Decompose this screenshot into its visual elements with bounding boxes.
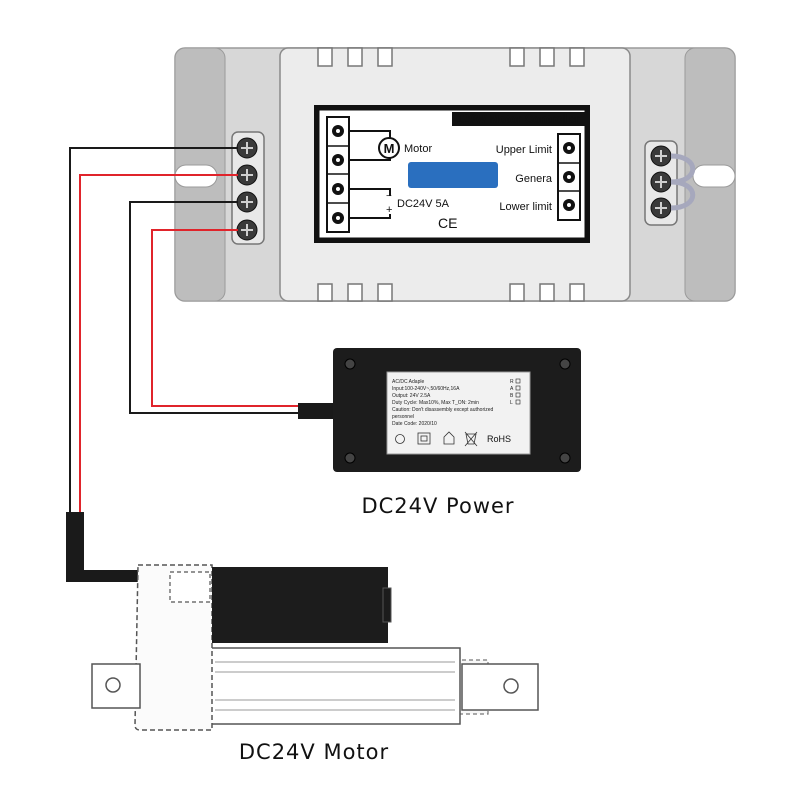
panel-left-terminals xyxy=(326,116,350,233)
linear-actuator xyxy=(66,512,539,731)
panel-right-terminals xyxy=(557,133,581,221)
rear-mount-hole xyxy=(105,677,121,693)
power-caption: DC24V Power xyxy=(361,494,514,518)
actuator-gearbox xyxy=(134,564,213,731)
adapter-line: Output: 24V 2.5A xyxy=(392,393,431,399)
indicator-letter: R xyxy=(510,379,514,385)
mounting-slot xyxy=(692,164,736,188)
weee-bin-icon xyxy=(464,431,478,447)
adapter-label xyxy=(386,371,531,455)
motor-label: Motor xyxy=(404,143,432,155)
upper-limit-label: Upper Limit xyxy=(496,144,552,156)
label-panel: 120W Motor Controller M Motor xyxy=(314,105,590,243)
controller-title: 120W Motor Controller xyxy=(456,114,580,126)
wires xyxy=(69,147,300,512)
plus-symbol: + xyxy=(386,204,392,216)
power-wire-black xyxy=(129,201,300,414)
v-mark-icon xyxy=(395,434,405,444)
right-terminal-block xyxy=(644,140,696,226)
motor-end-cap xyxy=(382,587,392,623)
adapter-cable-boot xyxy=(298,403,338,419)
rohs-mark: RoHS xyxy=(487,434,511,444)
double-insulation-icon xyxy=(417,432,431,445)
genera-label: Genera xyxy=(515,173,553,185)
adapter-line: AC/DC Adaple xyxy=(392,379,424,385)
adapter-line: Caution: Don't disassembly except author… xyxy=(392,407,494,413)
adapter-spec-lines: AC/DC Adaple Input:100-240V~,50/60Hz,16A… xyxy=(392,379,494,427)
adapter-line: Duty Cycle: Max10%, Max T_ON: 2min xyxy=(392,400,479,406)
jumper-wire xyxy=(670,153,696,211)
indicator-letter: A xyxy=(510,386,514,392)
lower-limit-label: Lower limit xyxy=(499,201,552,213)
motor-controller: 120W Motor Controller M Motor xyxy=(174,47,736,302)
motor-symbol-letter: M xyxy=(384,141,395,156)
actuator-motor-can xyxy=(212,567,388,643)
bottom-tabs xyxy=(317,283,585,302)
adapter-line: personnel xyxy=(392,414,414,420)
left-terminal-block xyxy=(231,131,265,245)
motor-caption: DC24V Motor xyxy=(239,740,389,764)
adapter-indicators: R A B L xyxy=(510,379,514,406)
adapter-line: Input:100-240V~,50/60Hz,16A xyxy=(392,386,460,392)
power-spec-label: DC24V 5A xyxy=(397,198,450,210)
minus-symbol: − xyxy=(386,191,392,202)
motor-symbol-circle xyxy=(378,137,400,159)
certification-icons xyxy=(395,431,478,447)
power-wire-red xyxy=(151,229,300,407)
motor-wire-red xyxy=(79,174,238,512)
ce-mark: CE xyxy=(438,215,457,231)
top-tabs xyxy=(317,47,585,67)
motor-wire-black xyxy=(69,147,238,512)
adapter-line: Date Code: 2020/10 xyxy=(392,421,437,427)
status-display xyxy=(408,162,498,188)
indoor-use-icon xyxy=(443,431,455,445)
actuator-outer-tube xyxy=(209,647,461,725)
indicator-letter: L xyxy=(510,400,513,406)
power-wire-symbol xyxy=(349,188,391,219)
power-adapter: AC/DC Adaple Input:100-240V~,50/60Hz,16A… xyxy=(298,348,581,472)
rod-mount-hole xyxy=(503,678,519,694)
indicator-letter: B xyxy=(510,393,514,399)
actuator-rod xyxy=(461,663,539,711)
